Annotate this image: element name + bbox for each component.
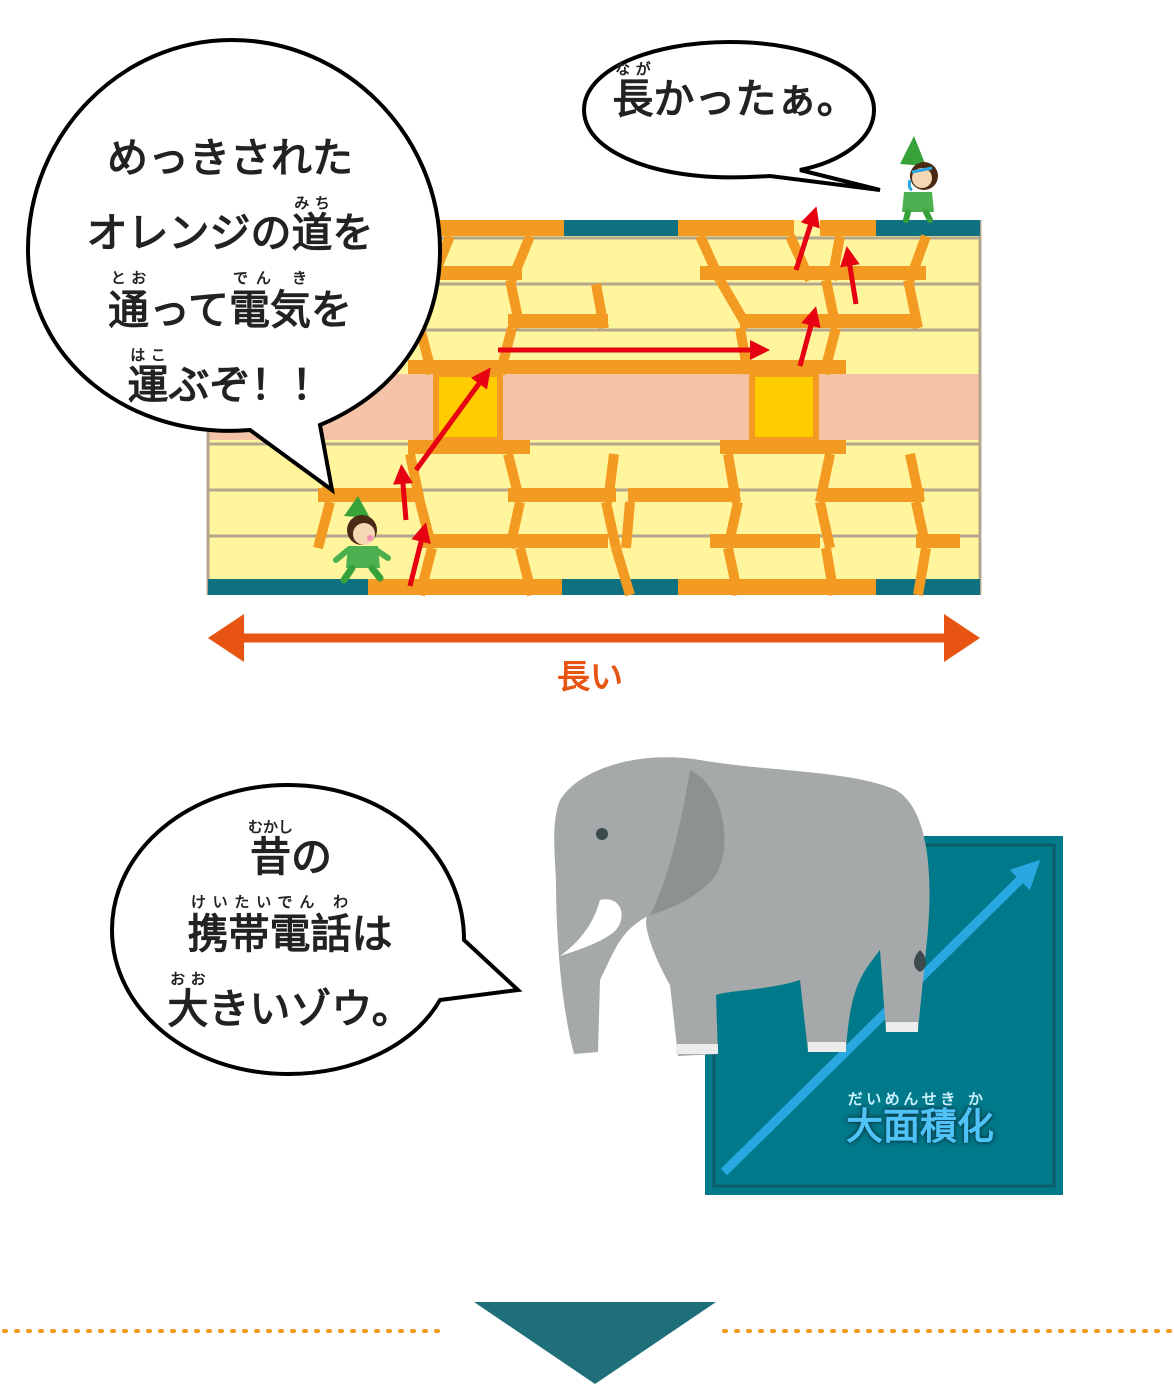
current-path-arrows bbox=[393, 206, 860, 587]
bubble-line: オレンジの道みちを bbox=[40, 194, 420, 269]
bubble-line: 大おおきいゾウ。 bbox=[140, 970, 440, 1045]
furigana: か bbox=[957, 1090, 994, 1108]
bottom-pads bbox=[208, 579, 980, 595]
speech-bubble-2 bbox=[581, 39, 881, 192]
furigana: なが bbox=[612, 60, 654, 78]
furigana: とお bbox=[108, 269, 149, 287]
top-pads bbox=[562, 220, 980, 236]
upward-trend-arrow bbox=[720, 859, 1041, 1176]
furigana: めん bbox=[883, 1090, 920, 1108]
elephant bbox=[554, 757, 930, 1056]
ruby-word: 積せき bbox=[920, 1090, 957, 1148]
ruby-word: 携帯電話けいたいでん わ bbox=[187, 893, 352, 958]
text-run: かったぁ。 bbox=[653, 75, 858, 123]
bubble-line: 昔むかしの bbox=[140, 818, 440, 893]
ruby-word: 面めん bbox=[883, 1090, 920, 1148]
text-run: ぶぞ！！ bbox=[168, 361, 333, 409]
section-divider bbox=[2, 1302, 1172, 1384]
ruby-word: 運はこ bbox=[127, 346, 169, 409]
text-run: って bbox=[149, 286, 229, 334]
long-arrow bbox=[208, 614, 980, 662]
character-walking bbox=[333, 496, 391, 584]
furigana: けいたいでん わ bbox=[187, 893, 352, 911]
bubble-line: めっきされた bbox=[40, 122, 420, 194]
furigana: だい bbox=[846, 1090, 883, 1108]
label-large-area: 大だい面めん積せき化か bbox=[820, 1090, 1020, 1150]
text-run: を bbox=[332, 209, 374, 257]
label-long: 長い bbox=[557, 657, 623, 696]
ruby-word: 化か bbox=[957, 1090, 994, 1148]
bubble-line: 運はこぶぞ！！ bbox=[40, 346, 420, 421]
through-via-right bbox=[749, 371, 819, 443]
text-run: きいゾウ。 bbox=[208, 985, 413, 1033]
character-tired bbox=[900, 136, 938, 223]
text-run: めっきされた bbox=[107, 134, 353, 182]
furigana: むかし bbox=[247, 818, 293, 836]
ruby-word: 通とお bbox=[108, 269, 150, 334]
text-run: は bbox=[351, 910, 393, 958]
bubble-text-old-phone: 昔むかしの携帯電話けいたいでん わは大おおきいゾウ。 bbox=[140, 818, 440, 1045]
bubble-line: 携帯電話けいたいでん わは bbox=[140, 893, 440, 970]
furigana: おお bbox=[167, 970, 209, 988]
ruby-word: 昔むかし bbox=[247, 818, 293, 881]
bubble-text-long-journey: 長ながかったぁ。 bbox=[590, 60, 880, 129]
furigana: でん き bbox=[228, 269, 311, 287]
ruby-word: 道みち bbox=[291, 194, 333, 257]
bubble-line: 通とおって電気でん きを bbox=[40, 269, 420, 346]
text-run: を bbox=[310, 286, 352, 334]
down-arrow bbox=[474, 1302, 716, 1384]
ruby-word: 大おお bbox=[167, 970, 209, 1033]
ruby-word: 電気でん き bbox=[228, 269, 311, 334]
text-run: オレンジの bbox=[86, 209, 292, 257]
speech-bubble-3 bbox=[109, 782, 523, 1077]
bubble-text-plating-path: めっきされたオレンジの道みちを通とおって電気でん きを運はこぶぞ！！ bbox=[40, 122, 420, 421]
ruby-word: 大だい bbox=[846, 1090, 883, 1148]
furigana: せき bbox=[920, 1090, 957, 1108]
bubble-line: 長ながかったぁ。 bbox=[590, 60, 880, 129]
ruby-word: 長なが bbox=[612, 60, 654, 123]
furigana: はこ bbox=[127, 346, 169, 364]
text-run: の bbox=[290, 833, 332, 881]
furigana: みち bbox=[291, 194, 333, 212]
speech-bubble-1 bbox=[25, 37, 443, 495]
